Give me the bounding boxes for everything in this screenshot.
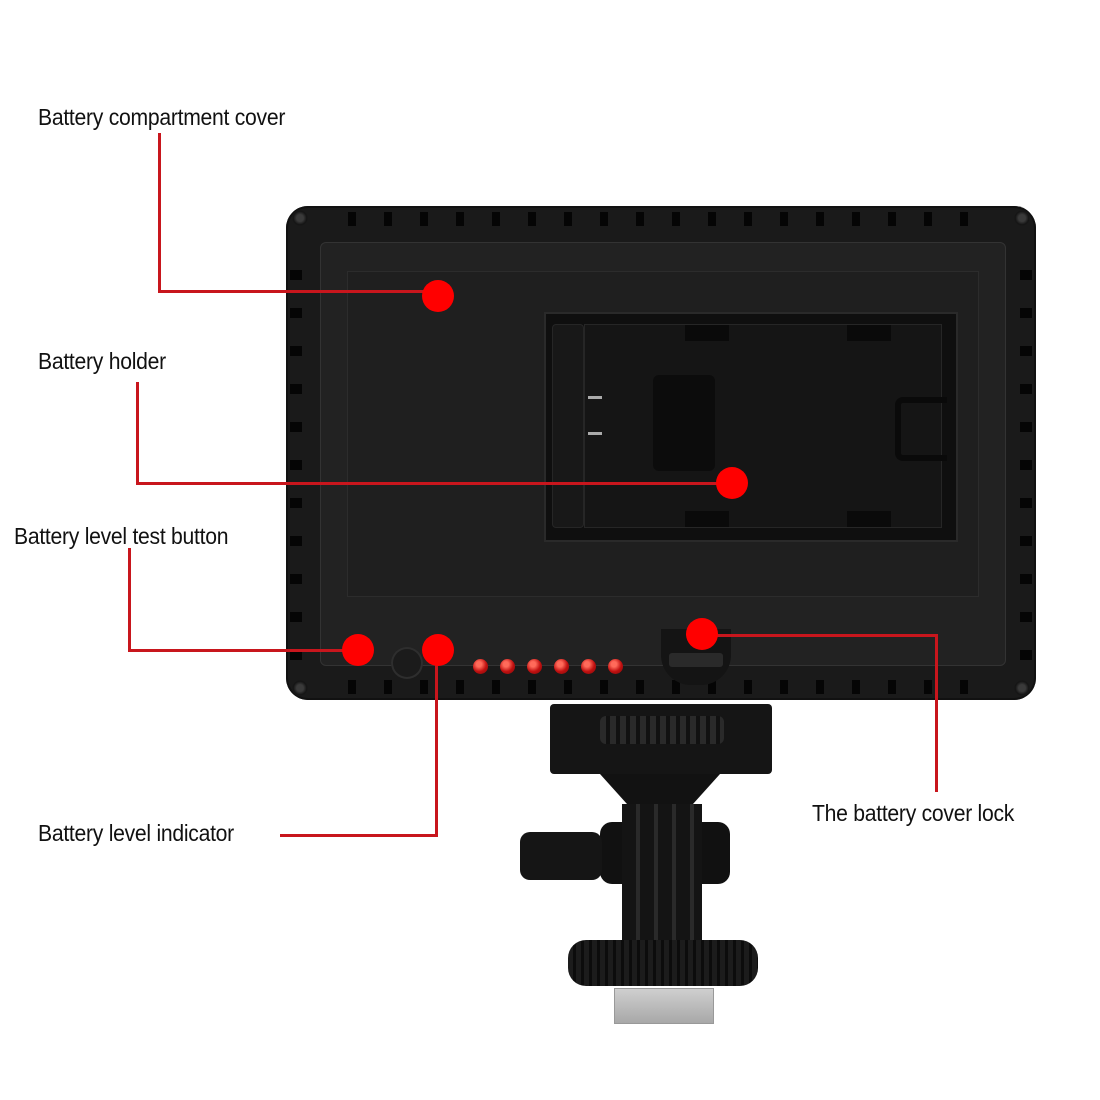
- leader-line: [136, 482, 732, 485]
- leader-line: [128, 548, 131, 652]
- label-battery-compartment-cover: Battery compartment cover: [38, 104, 286, 130]
- battery-contact: [588, 432, 602, 435]
- battery-level-test-button[interactable]: [391, 647, 423, 679]
- leader-line: [136, 382, 139, 485]
- battery-holder: [544, 312, 958, 542]
- led-icon: [500, 659, 515, 674]
- marker-dot: [422, 280, 454, 312]
- holder-edge: [552, 324, 584, 528]
- vent-right: [1020, 246, 1032, 660]
- led-icon: [581, 659, 596, 674]
- light-panel-body: [286, 206, 1036, 700]
- marker-dot: [716, 467, 748, 499]
- lock-slider[interactable]: [669, 653, 723, 667]
- led-icon: [473, 659, 488, 674]
- leader-line: [435, 650, 438, 837]
- leader-line: [158, 133, 161, 293]
- holder-notch: [685, 511, 729, 527]
- locking-nut[interactable]: [568, 940, 758, 986]
- battery-level-indicator: [473, 659, 623, 674]
- mount-block: [550, 704, 772, 774]
- holder-notch: [847, 325, 891, 341]
- marker-dot: [422, 634, 454, 666]
- screw-icon: [292, 680, 308, 696]
- hot-shoe-foot: [614, 988, 714, 1024]
- battery-contact: [588, 396, 602, 399]
- tilt-lock-knob[interactable]: [520, 832, 602, 880]
- label-battery-level-test-button: Battery level test button: [14, 523, 229, 549]
- holder-notch: [685, 325, 729, 341]
- holder-slot: [653, 375, 715, 471]
- holder-hook: [895, 397, 947, 461]
- label-battery-holder: Battery holder: [38, 348, 166, 374]
- pivot-fins: [622, 804, 702, 954]
- leader-line: [158, 290, 438, 293]
- screw-icon: [1014, 680, 1030, 696]
- leader-line: [280, 834, 438, 837]
- battery-compartment-cover[interactable]: [347, 271, 979, 597]
- screw-icon: [292, 210, 308, 226]
- leader-line: [935, 634, 938, 792]
- tilt-wheel[interactable]: [600, 716, 724, 744]
- led-icon: [527, 659, 542, 674]
- holder-notch: [847, 511, 891, 527]
- rear-panel: [320, 242, 1006, 685]
- leader-line: [128, 649, 358, 652]
- vent-left: [290, 246, 302, 660]
- holder-plate: [584, 324, 947, 528]
- vent-bottom: [326, 680, 996, 694]
- marker-dot: [686, 618, 718, 650]
- led-icon: [608, 659, 623, 674]
- marker-dot: [342, 634, 374, 666]
- leader-line: [700, 634, 938, 637]
- led-icon: [554, 659, 569, 674]
- label-battery-level-indicator: Battery level indicator: [38, 820, 234, 846]
- vent-top: [326, 212, 996, 226]
- screw-icon: [1014, 210, 1030, 226]
- label-battery-cover-lock: The battery cover lock: [812, 800, 1015, 826]
